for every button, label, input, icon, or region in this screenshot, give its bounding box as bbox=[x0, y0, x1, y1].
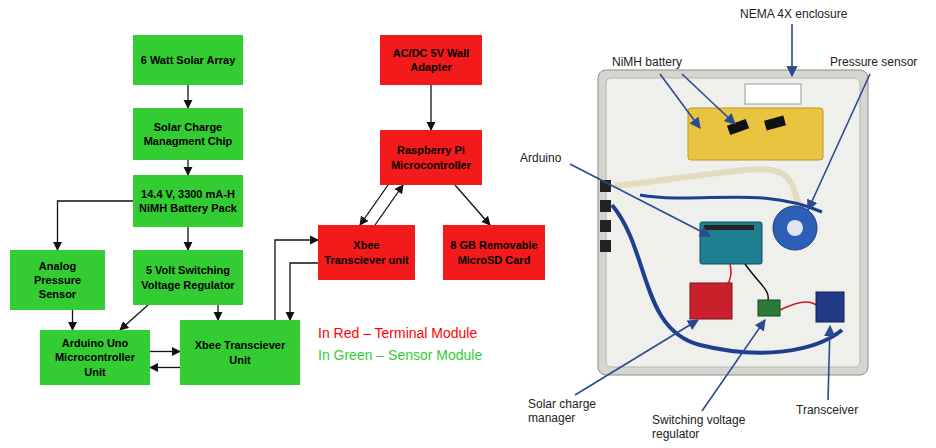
connector-arrow bbox=[150, 351, 180, 352]
connector-arrow bbox=[375, 185, 403, 225]
box-label: Xbee Transciever Unit bbox=[185, 338, 295, 367]
cable-gland bbox=[600, 240, 611, 252]
box-label: Analog Pressure Sensor bbox=[15, 259, 100, 302]
connector-arrow bbox=[430, 85, 431, 130]
legend: In Red – Terminal Module In Green – Senso… bbox=[318, 322, 482, 366]
connector-arrow bbox=[455, 185, 490, 225]
terminal-module-box: Xbee Transciever unit bbox=[318, 225, 415, 280]
leader-line bbox=[570, 164, 710, 236]
leader-line bbox=[828, 326, 830, 400]
leader-line bbox=[575, 320, 698, 395]
connector-arrow bbox=[187, 227, 188, 250]
box-label: Xbee Transciever unit bbox=[323, 238, 410, 267]
callout-label: NiMH battery bbox=[612, 56, 702, 70]
battery-pack bbox=[688, 108, 823, 160]
connector-arrow bbox=[275, 240, 318, 320]
pin-header bbox=[704, 225, 754, 230]
callout-label: Arduino bbox=[520, 152, 580, 166]
box-label: 5 Volt Switching Voltage Regulator bbox=[138, 263, 238, 292]
arduino-board bbox=[700, 222, 762, 264]
charge-board bbox=[690, 283, 732, 319]
box-label: 6 Watt Solar Array bbox=[141, 53, 236, 67]
connector-arrow bbox=[72, 310, 73, 330]
callout-label: Transceiver bbox=[796, 404, 876, 418]
transceiver-board bbox=[816, 292, 844, 322]
battery-tag bbox=[727, 119, 749, 135]
battery-tag bbox=[764, 116, 786, 131]
terminal-module-box: AC/DC 5V Wall Adapter bbox=[380, 35, 482, 85]
sensor-module-box: 14.4 V, 3300 mA-H NiMH Battery Pack bbox=[133, 175, 243, 227]
callout-label: NEMA 4X enclosure bbox=[740, 8, 870, 22]
legend-text: In Red – Terminal Module bbox=[318, 325, 477, 341]
box-label: Raspberry Pi Microcontroller bbox=[385, 143, 477, 172]
connector-arrow bbox=[290, 263, 318, 320]
box-label: Arduino Uno Microcontroller Unit bbox=[45, 336, 145, 379]
sensor-module-box: 6 Watt Solar Array bbox=[133, 35, 243, 85]
cable bbox=[612, 205, 842, 353]
connector-arrow bbox=[187, 160, 188, 175]
box-label: 14.4 V, 3300 mA-H NiMH Battery Pack bbox=[138, 187, 238, 216]
connector-arrow bbox=[120, 305, 148, 330]
leader-line bbox=[682, 74, 735, 124]
sensor-module-box: Xbee Transciever Unit bbox=[180, 320, 300, 385]
terminal-module-box: 8 GB Removable MicroSD Card bbox=[443, 225, 545, 280]
connector-arrow bbox=[187, 85, 188, 108]
leader-line bbox=[791, 24, 793, 76]
leader-line bbox=[808, 74, 870, 210]
enclosure-sticker bbox=[745, 84, 801, 104]
box-label: Solar Charge Managment Chip bbox=[138, 120, 238, 149]
sensor-module-box: Arduino Uno Microcontroller Unit bbox=[40, 330, 150, 385]
connector-arrow bbox=[58, 201, 134, 250]
cable-gland bbox=[600, 220, 611, 232]
legend-text: In Green – Sensor Module bbox=[318, 347, 482, 363]
legend-entry: In Green – Sensor Module bbox=[318, 344, 482, 366]
box-label: AC/DC 5V Wall Adapter bbox=[385, 46, 477, 75]
connector-arrow bbox=[360, 185, 388, 225]
sensor-module-box: Analog Pressure Sensor bbox=[10, 250, 105, 310]
regulator-board bbox=[758, 300, 780, 316]
legend-entry: In Red – Terminal Module bbox=[318, 322, 482, 344]
connector-arrow bbox=[150, 367, 180, 368]
cable-gland bbox=[600, 200, 611, 212]
box-label: 8 GB Removable MicroSD Card bbox=[448, 238, 540, 267]
connector-arrow bbox=[217, 305, 218, 320]
callout-label: Pressure sensor bbox=[830, 56, 932, 70]
leader-line bbox=[702, 320, 765, 411]
wire bbox=[745, 264, 768, 300]
pressure-sensor bbox=[773, 206, 817, 250]
terminal-module-box: Raspberry Pi Microcontroller bbox=[380, 130, 482, 185]
callout-label: Switching voltage regulator bbox=[652, 414, 756, 442]
sensor-module-box: Solar Charge Managment Chip bbox=[133, 108, 243, 160]
sensor-module-box: 5 Volt Switching Voltage Regulator bbox=[133, 250, 243, 305]
sensor-port bbox=[787, 220, 803, 236]
leader-line bbox=[660, 74, 700, 128]
wire bbox=[780, 302, 816, 310]
enclosure-housing bbox=[598, 70, 868, 375]
callout-label: Solar charge manager bbox=[528, 398, 612, 426]
